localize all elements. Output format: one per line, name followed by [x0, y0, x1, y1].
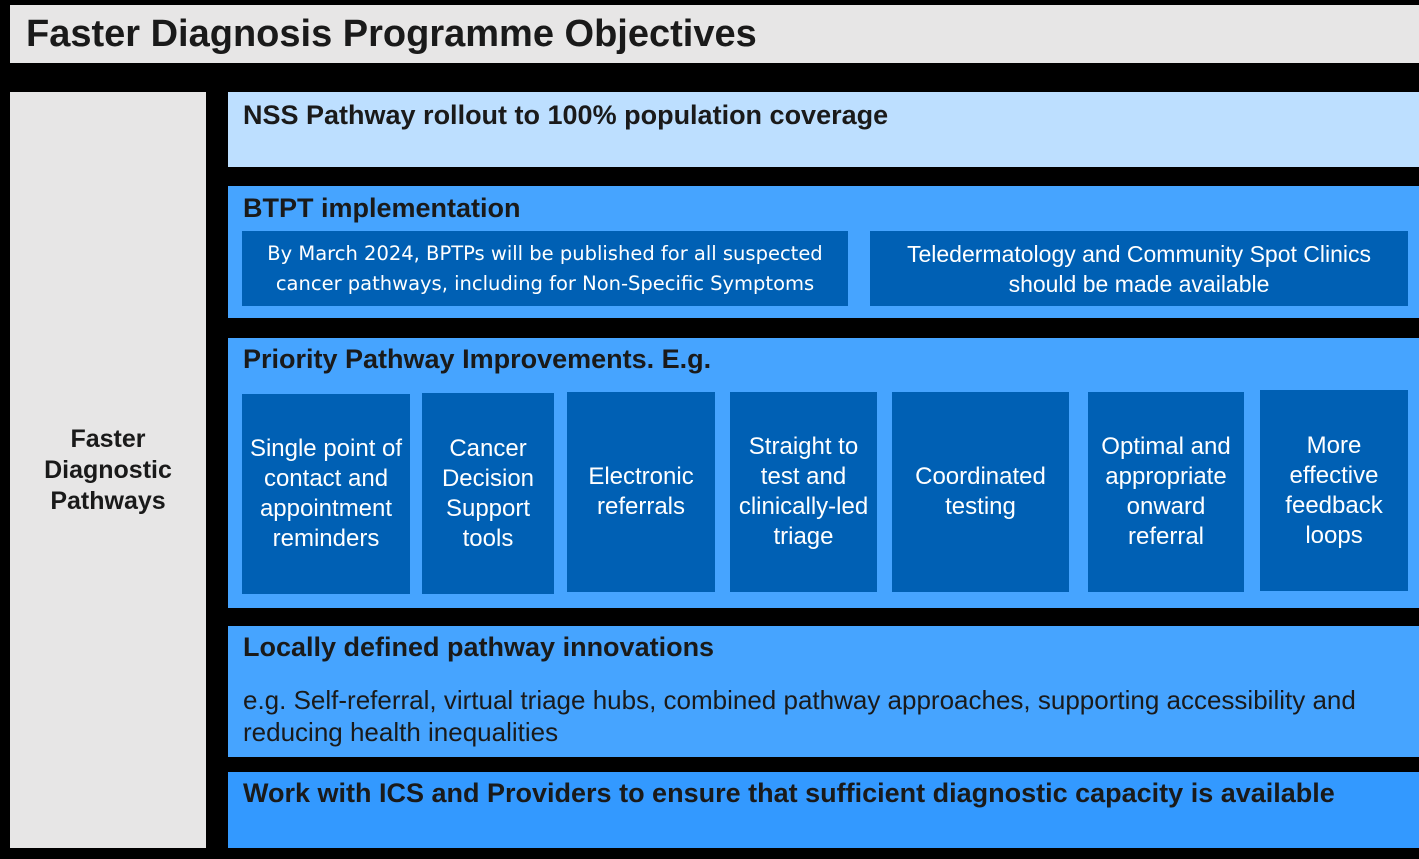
page-title: Faster Diagnosis Programme Objectives	[10, 5, 1419, 63]
priority-box-coordinated-testing: Coordinated testing	[892, 392, 1069, 592]
priority-box-straight-to-test: Straight to test and clinically-led tria…	[730, 392, 877, 592]
priority-box-decision-support: Cancer Decision Support tools	[422, 393, 554, 594]
band-local-innovations: Locally defined pathway innovations e.g.…	[228, 626, 1419, 757]
band-btpt-implementation: BTPT implementation By March 2024, BPTPs…	[228, 186, 1419, 318]
priority-box-onward-referral: Optimal and appropriate onward referral	[1088, 392, 1244, 592]
band-nss-rollout: NSS Pathway rollout to 100% population c…	[228, 92, 1419, 167]
btpt-box-teledermatology: Teledermatology and Community Spot Clini…	[870, 231, 1408, 306]
band-ics-title: Work with ICS and Providers to ensure th…	[243, 778, 1335, 808]
band-btpt-title: BTPT implementation	[243, 193, 521, 223]
left-panel-label: Faster Diagnostic Pathways	[44, 424, 172, 515]
band-local-title: Locally defined pathway innovations	[243, 632, 715, 662]
btpt-box-published: By March 2024, BPTPs will be published f…	[242, 231, 848, 306]
band-nss-title: NSS Pathway rollout to 100% population c…	[243, 100, 889, 130]
left-panel: Faster Diagnostic Pathways	[10, 92, 206, 848]
priority-box-single-point: Single point of contact and appointment …	[242, 394, 410, 594]
priority-box-feedback-loops: More effective feedback loops	[1260, 390, 1408, 591]
priority-box-electronic-referrals: Electronic referrals	[567, 392, 715, 592]
band-priority-title: Priority Pathway Improvements. E.g.	[243, 344, 712, 374]
band-priority-improvements: Priority Pathway Improvements. E.g. Sing…	[228, 338, 1419, 608]
band-local-body: e.g. Self-referral, virtual triage hubs,…	[243, 685, 1356, 747]
band-ics-capacity: Work with ICS and Providers to ensure th…	[228, 772, 1419, 848]
